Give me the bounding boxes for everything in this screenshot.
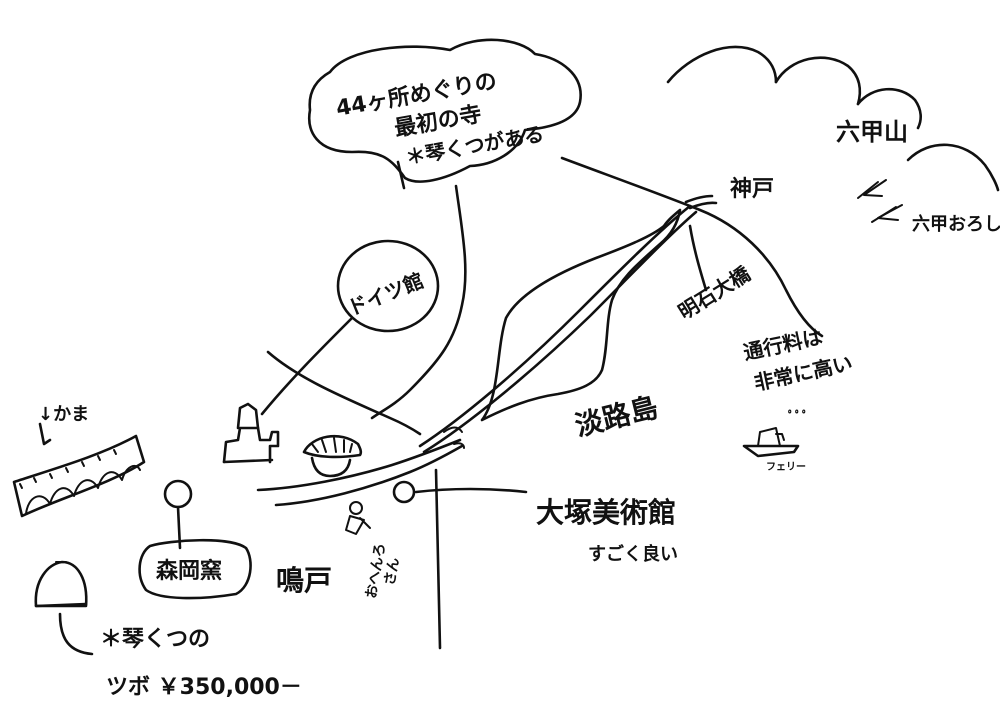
rokko-san-label: 六甲山 (836, 118, 908, 146)
shikoku-coast-inner (274, 444, 464, 507)
german-house-bubble (336, 239, 440, 333)
temple-icon (302, 434, 363, 478)
temple-note-tail (396, 160, 406, 190)
akashi-bridge-label: 明石大橋 (674, 261, 755, 324)
awaji-island (480, 208, 682, 422)
naruto-label: 鳴戸 (276, 564, 332, 597)
german-house-pointer (260, 316, 354, 416)
coastline-north (560, 156, 824, 338)
otsuka-museum-label: 大塚美術館 (536, 496, 676, 529)
temple-note-text: 44ヶ所めぐりの 最初の寺 ＊琴くつがある (334, 69, 546, 170)
wind-marks (857, 179, 903, 223)
awaji-label: 淡路島 (572, 390, 662, 442)
strait-mark (443, 426, 463, 433)
rokko-mountains (666, 45, 1000, 192)
ferry-icon (742, 427, 800, 458)
pot-note-line-1: ＊琴くつの (100, 627, 210, 652)
ohenro-figure (345, 501, 371, 535)
temple-note-bubble (307, 38, 582, 183)
morikan-marker (163, 479, 193, 509)
otsuka-pointer-line (414, 487, 528, 494)
ohenro-line-2: さん (382, 557, 403, 587)
shikoku-coast (256, 438, 462, 492)
pot-icon (34, 560, 88, 608)
akashi-bridge-lines (418, 194, 718, 454)
ferry-label: フェリー (766, 461, 806, 473)
german-house-label: ドイツ館 (344, 268, 427, 320)
toll-note: 通行料は 非常に高い (741, 325, 854, 396)
coastline-west (266, 350, 422, 436)
kiln-icon (12, 422, 146, 518)
pot-note-line-2: ツボ ￥350,000－ (106, 675, 302, 700)
german-house-icon (222, 402, 280, 464)
rokko-oroshi-label: 六甲おろし (912, 213, 1000, 235)
ferry-sound: ﾟﾟﾟ (788, 409, 809, 426)
strait-mark-2 (453, 442, 465, 449)
pot-note: ＊琴くつの ツボ ￥350,000－ (100, 627, 302, 700)
otsuka-museum-marker (392, 480, 416, 504)
pot-pointer (58, 612, 94, 656)
vertical-line (434, 468, 442, 650)
temple-pointer-line (370, 184, 467, 420)
museum-note: すごく良い (588, 543, 678, 565)
morikan-bubble (138, 538, 252, 600)
ohenro-label: おへんろ さん (363, 542, 403, 600)
morikan-label: 森岡窯 (156, 558, 222, 584)
akashi-pointer-line (688, 224, 708, 292)
kama-label: ↓かま (38, 404, 89, 425)
kobe-label: 神戸 (730, 176, 774, 202)
